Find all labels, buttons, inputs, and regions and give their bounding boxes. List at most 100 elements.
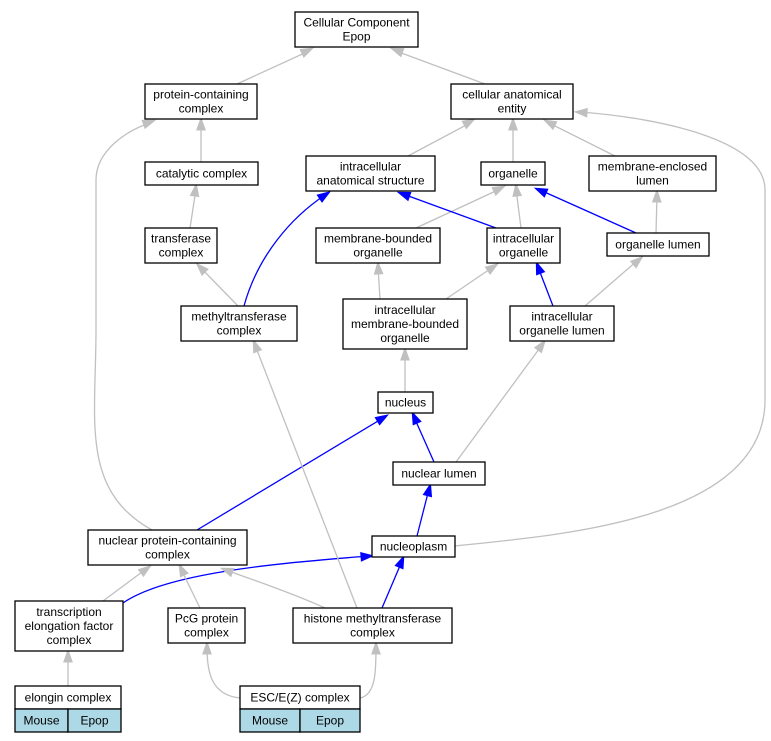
node-box (480, 161, 546, 186)
species-chip-epop[interactable]: Epop (67, 708, 122, 733)
node-label-line: intracellular (493, 232, 554, 246)
node-label-line: membrane-bounded (324, 232, 432, 246)
edge-nucleoplasm-to-nuclear_lumen (416, 482, 433, 537)
arrowhead (189, 182, 200, 198)
node-label-line: nuclear lumen (401, 467, 476, 481)
node-label-line: organelle lumen (519, 324, 604, 338)
node-organelle[interactable]: organelle (480, 161, 546, 186)
edge-nuclear_lumen-to-intracellular_organelle_lumen (455, 339, 547, 463)
arrowhead (512, 182, 523, 197)
node-nucleus[interactable]: nucleus (377, 391, 434, 414)
edge-line (548, 122, 616, 157)
edge-nuclear_protein_containing_complex-to-protein_containing_complex (93, 119, 157, 531)
node-box (87, 529, 248, 566)
species-chip-epop[interactable]: Epop (299, 708, 361, 733)
node-box (315, 227, 441, 264)
edge-histone_methyltransferase_complex-to-nuclear_protein_containing_complex (219, 567, 326, 609)
arrowhead (542, 119, 558, 131)
chip-label: Mouse (23, 714, 59, 728)
node-box (14, 600, 124, 652)
node-label-line: cellular anatomical (462, 88, 561, 102)
node-box (392, 461, 486, 486)
edge-intracellular_organelle-to-intracellular_anatomical_structure (396, 191, 497, 229)
node-box (305, 155, 436, 192)
arrowhead (178, 562, 189, 578)
arrowhead (389, 47, 405, 58)
node-label-line: organelle (380, 331, 430, 345)
edge-protein_containing_complex-to-cellular_component (236, 47, 315, 85)
arrowhead (533, 339, 547, 354)
arrowhead (196, 116, 206, 131)
species-chip-mouse[interactable]: Mouse (239, 708, 301, 733)
node-label-line: intracellular (374, 303, 435, 317)
edge-line (359, 646, 377, 699)
arrowhead (252, 338, 263, 354)
node-label-line: complex (145, 548, 190, 562)
edge-nuclear_lumen-to-nucleus (411, 410, 435, 463)
node-organelle-lumen[interactable]: organelle lumen (606, 232, 710, 257)
edge-membrane_enclosed_lumen-to-cellular_anatomical_entity (542, 119, 616, 157)
node-esc-e-z-complex[interactable]: ESC/E(Z) complex (239, 685, 361, 710)
edge-line (122, 555, 369, 604)
node-label-line: lumen (636, 174, 669, 188)
edge-cellular_anatomical_entity-to-cellular_component (389, 47, 486, 85)
node-label-line: elongin complex (25, 691, 112, 705)
edge-nuclear_protein_containing_complex-to-nucleus (196, 414, 389, 531)
arrowhead (629, 255, 644, 269)
edge-nucleus-to-intracellular_membrane_bounded_organelle (400, 346, 410, 392)
edge-line (454, 111, 766, 547)
node-label-line: nucleus (385, 396, 426, 410)
edge-intracellular_membrane_bounded_organelle-to-membrane_bounded_organelle (373, 260, 384, 300)
edge-histone_methyltransferase_complex-to-nucleoplasm (381, 554, 405, 609)
arrowhead (299, 47, 315, 58)
node-box (144, 227, 218, 264)
edge-transcription_elongation_factor_complex-to-nucleoplasm (122, 552, 375, 604)
edge-intracellular_organelle-to-organelle (512, 182, 523, 229)
edge-line (539, 189, 637, 234)
node-elongin-complex[interactable]: elongin complex (14, 685, 122, 710)
edge-membrane_bounded_organelle-to-organelle (415, 185, 507, 229)
arrowhead (371, 640, 381, 655)
node-catalytic-complex[interactable]: catalytic complex (144, 161, 259, 186)
edge-line (225, 569, 326, 609)
edge-organelle-to-cellular_anatomical_entity (508, 116, 518, 162)
arrowhead (360, 552, 375, 562)
edge-line (243, 194, 326, 307)
edge-transferase_complex-to-catalytic_complex (189, 182, 200, 229)
node-label-line: histone methyltransferase (304, 612, 442, 626)
node-label-line: complex (47, 633, 92, 647)
arrowhead (374, 414, 389, 426)
edge-line (413, 416, 435, 463)
edge-line (415, 188, 501, 229)
node-label-line: complex (184, 626, 229, 640)
node-label-line: methyltransferase (191, 310, 287, 324)
node-box (167, 607, 246, 644)
node-nucleoplasm[interactable]: nucleoplasm (371, 535, 456, 558)
node-nuclear-lumen[interactable]: nuclear lumen (392, 461, 486, 486)
arrowhead (651, 188, 662, 203)
node-box (144, 83, 258, 120)
node-label-line: nuclear protein-containing (98, 534, 236, 548)
species-chip-mouse[interactable]: Mouse (14, 708, 69, 733)
node-box (292, 607, 453, 644)
node-box (342, 298, 468, 350)
chip-label: Epop (80, 714, 108, 728)
node-label-line: nucleoplasm (380, 540, 447, 554)
